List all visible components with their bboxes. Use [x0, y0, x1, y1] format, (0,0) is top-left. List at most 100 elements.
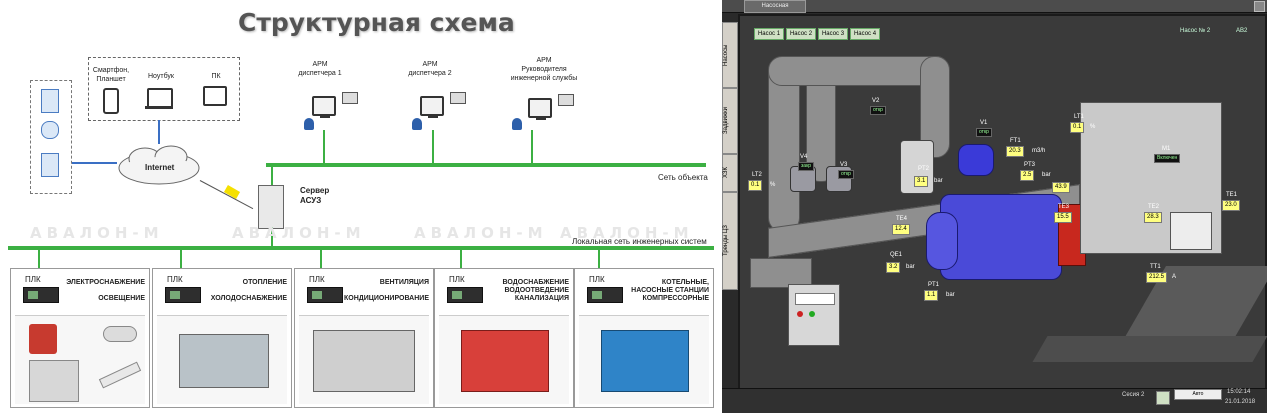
pump-3-button[interactable]: Насос 3: [818, 28, 848, 40]
devices-box: Смартфон, Планшет Ноутбук ПК: [88, 57, 240, 121]
blue-elbow: [958, 144, 994, 176]
structure-diagram: Структурная схема Смартфон, Планшет Ноут…: [8, 8, 714, 408]
window-titlebar: Насосная: [722, 0, 1267, 13]
internet-label: Internet: [145, 163, 175, 172]
system-name: ЭЛЕКТРОСНАБЖЕНИЕ ОСВЕЩЕНИЕ: [66, 279, 145, 302]
value-lt2: 0.1: [748, 180, 763, 191]
system-image: [579, 315, 709, 404]
tab-valves[interactable]: Задвижки: [722, 88, 738, 154]
value-te1: 23.0: [1222, 200, 1240, 211]
system-image: [157, 315, 287, 404]
tag-lt1: LT1: [1074, 114, 1084, 120]
compressor-icon: [601, 330, 689, 392]
pump-4-button[interactable]: Насос 4: [850, 28, 880, 40]
tag-te2: TE2: [1148, 204, 1160, 210]
pipe-top: [768, 56, 950, 86]
value-ft1: 20.3: [1006, 146, 1024, 157]
plc-icon: [307, 287, 343, 303]
tag-tt1: TT1: [1150, 264, 1161, 270]
system-panel-ventilation: ПЛК ВЕНТИЛЯЦИЯ КОНДИЦИОНИРОВАНИЕ: [294, 268, 434, 408]
value-pt3b: 43.9: [1052, 182, 1070, 193]
system-image: [299, 315, 429, 404]
value-pt2: 3.1: [914, 176, 929, 187]
server-bottom-link: [271, 227, 273, 247]
window-close-icon[interactable]: [1254, 1, 1265, 12]
arm1-monitor-icon: [312, 96, 336, 118]
tag-lt2: LT2: [752, 172, 762, 178]
unit-ft1: m3/h: [1032, 148, 1046, 154]
state-v2: откр: [870, 106, 886, 115]
pipe-stub: [750, 258, 812, 288]
value-pt1: 1.1: [924, 290, 939, 301]
system-name: ОТОПЛЕНИЕ ХОЛОДОСНАБЖЕНИЕ: [210, 279, 287, 302]
value-te4: 12.4: [892, 224, 910, 235]
local-network-label: Локальная сеть инженерных систем: [572, 237, 707, 246]
tab-trends[interactable]: Тренды ЦЗ: [722, 192, 738, 290]
drop-3: [320, 250, 322, 268]
mode-label: АВ2: [1236, 28, 1248, 34]
unit-tt1: A: [1172, 274, 1177, 280]
window-title[interactable]: Насосная: [744, 0, 806, 13]
arm2-monitor-icon: [420, 96, 444, 118]
switchgear-icon: [29, 360, 79, 402]
arm3-label: АРМ Руководителя инженерной службы: [510, 57, 578, 82]
system-name: ВЕНТИЛЯЦИЯ КОНДИЦИОНИРОВАНИЕ: [343, 279, 429, 302]
object-network-label: Сеть объекта: [658, 173, 708, 182]
diagram-title: Структурная схема: [238, 8, 515, 37]
arm1-label: АРМ диспетчера 1: [298, 61, 342, 77]
pump-2-button[interactable]: Насос 2: [786, 28, 816, 40]
pump-motor-body[interactable]: [940, 194, 1062, 280]
pc-monitor-icon: [203, 86, 227, 106]
local-control-panel[interactable]: [788, 284, 840, 346]
mode-indicator[interactable]: Авто: [1174, 389, 1222, 400]
value-te2: 28.3: [1144, 212, 1162, 223]
panel-led-red: [797, 311, 803, 317]
scada-canvas: Насос 1 Насос 2 Насос 3 Насос 4 Насос № …: [738, 14, 1267, 390]
internet-cloud-icon: [118, 145, 200, 185]
mobile-panel: [30, 80, 72, 194]
value-te3: 15.5: [1054, 212, 1072, 223]
tag-v4: V4: [800, 154, 808, 160]
plc-icon: [165, 287, 201, 303]
internet-mobile-arrow: [72, 162, 117, 164]
air-handler-icon: [313, 330, 415, 392]
tag-qe1: QE1: [890, 252, 903, 258]
session-icon[interactable]: [1156, 391, 1170, 405]
tag-pt3: PT3: [1024, 162, 1036, 168]
tag-pt1: PT1: [928, 282, 940, 288]
plc-label: ПЛК: [25, 275, 41, 284]
pump-1-button[interactable]: Насос 1: [754, 28, 784, 40]
arm2-label: АРМ диспетчера 2: [408, 61, 452, 77]
system-panel-water: ПЛК ВОДОСНАБЖЕНИЕ ВОДООТВЕДЕНИЕ КАНАЛИЗА…: [434, 268, 574, 408]
arm3-printer-icon: [558, 94, 574, 106]
tab-hzk[interactable]: ХЗК: [722, 154, 738, 192]
transformer-icon: [29, 324, 57, 354]
devices-internet-arrow: [158, 120, 160, 144]
plc-icon: [23, 287, 59, 303]
unit-lt1: %: [1090, 124, 1096, 130]
value-lt1: 0.1: [1070, 122, 1085, 133]
drop-1: [38, 250, 40, 268]
tag-v1: V1: [980, 120, 988, 126]
laptop-label: Ноутбук: [148, 73, 174, 80]
plc-icon: [587, 287, 623, 303]
tab-pumps[interactable]: Насосы: [722, 22, 738, 88]
pump-station-icon: [461, 330, 549, 392]
system-panel-boiler: ПЛК КОТЕЛЬНЫЕ, НАСОСНЫЕ СТАНЦИИ КОМПРЕСС…: [574, 268, 714, 408]
plc-label: ПЛК: [449, 275, 465, 284]
system-name: КОТЕЛЬНЫЕ, НАСОСНЫЕ СТАНЦИИ КОМПРЕССОРНЫ…: [631, 279, 709, 302]
pump-volute: [926, 212, 958, 270]
session-label: Сесия 2: [1122, 392, 1145, 398]
value-tt1: 212.5: [1146, 272, 1168, 283]
phone-icon: [41, 89, 59, 113]
tag-v2: V2: [872, 98, 880, 104]
tag-ft1: FT1: [1010, 138, 1021, 144]
unit-lt2: %: [770, 182, 776, 188]
tag-te4: TE4: [896, 216, 908, 222]
state-v4: закр: [798, 162, 815, 171]
arm2-printer-icon: [450, 92, 466, 104]
arm3-link: [531, 130, 533, 164]
tag-pt2: PT2: [918, 166, 930, 172]
value-qe1: 3.2: [886, 262, 901, 273]
plc-label: ПЛК: [167, 275, 183, 284]
